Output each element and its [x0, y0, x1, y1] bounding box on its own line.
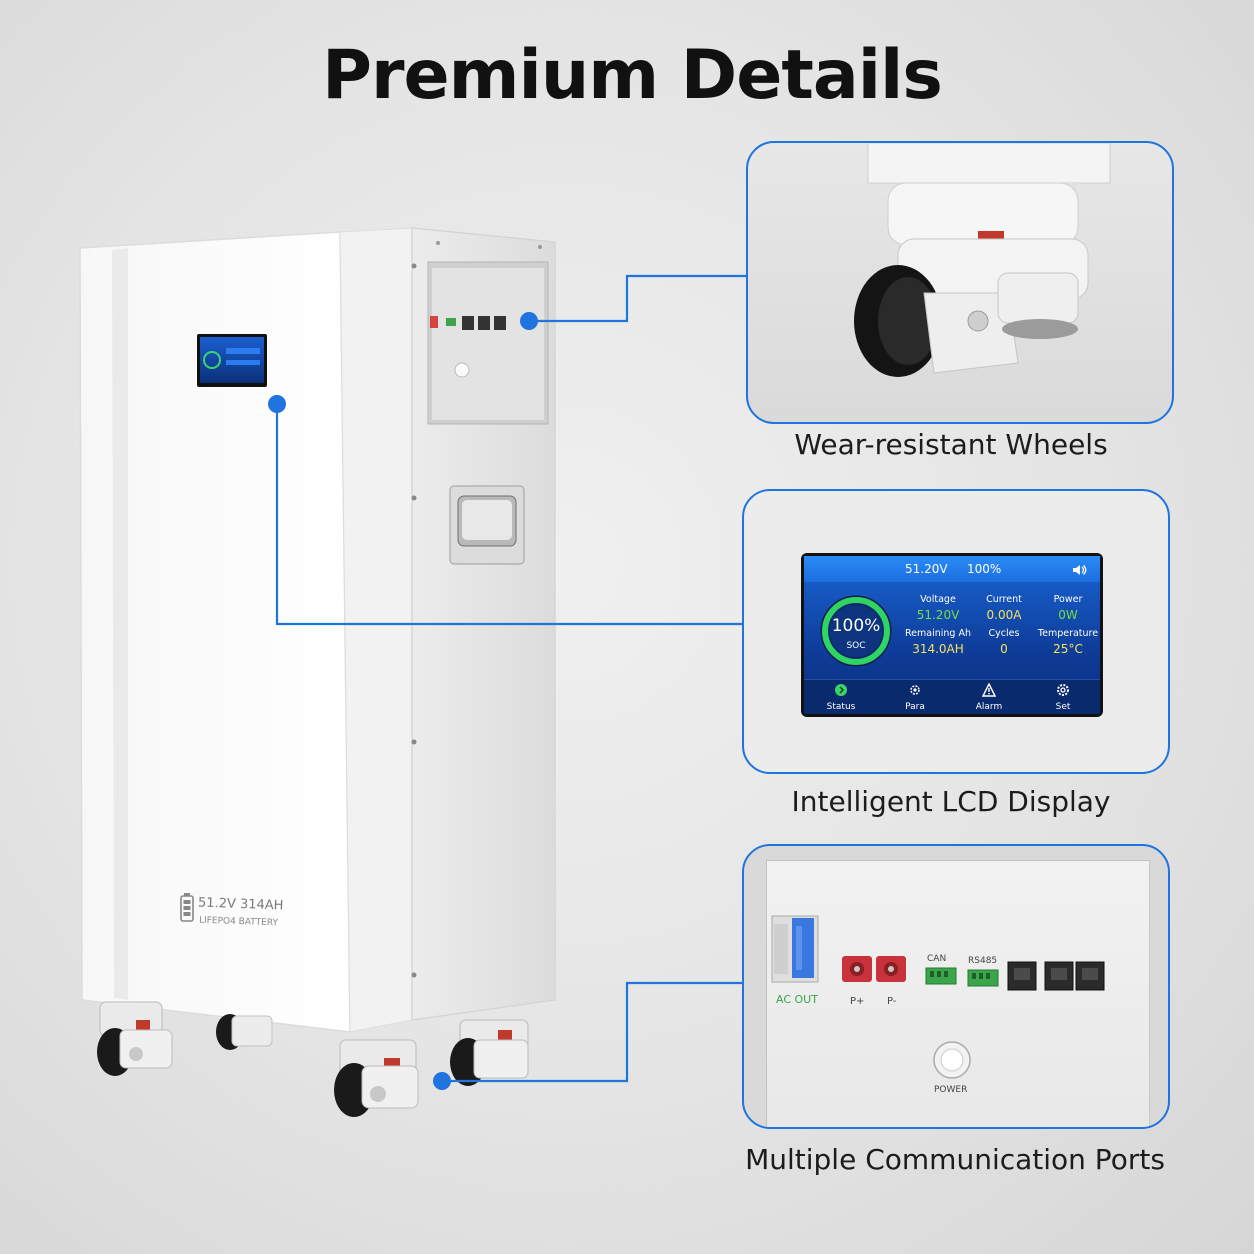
lcd-detail-panel: 51.20V 100% 100% SOC Voltage 51.20V — [742, 489, 1170, 774]
ports-detail-panel: AC OUT P+ P- CAN RS485 POWER — [742, 844, 1170, 1129]
stat-power: Power 0W — [1053, 594, 1083, 622]
stat-voltage: Voltage 51.20V — [916, 594, 960, 622]
can-label: CAN — [927, 954, 947, 964]
lcd-screen: 51.20V 100% 100% SOC Voltage 51.20V — [801, 553, 1103, 717]
stat-current: Current 0.00A — [986, 594, 1022, 622]
gears-icon — [910, 685, 920, 695]
speaker-icon[interactable] — [1072, 564, 1088, 576]
wheel-front-left — [97, 1001, 173, 1076]
connector-line-lcd — [275, 404, 742, 626]
ac-out-label: AC OUT — [776, 993, 818, 1006]
rs485-label: RS485 — [968, 956, 998, 966]
soc-label: SOC — [846, 641, 866, 651]
lcd-caption: Intelligent LCD Display — [791, 785, 1111, 818]
page-title: Premium Details — [322, 36, 943, 115]
connector-dot-lcd — [268, 395, 286, 413]
tab-status[interactable]: Status — [804, 680, 878, 714]
wheels-detail-panel — [746, 141, 1174, 424]
status-icon — [835, 684, 847, 696]
stat-cycles: Cycles 0 — [988, 628, 1020, 656]
wheel-back-right — [450, 1019, 529, 1086]
p-plus-label: P+ — [850, 996, 865, 1007]
tab-set[interactable]: Set — [1026, 680, 1100, 714]
soc-value: 100% — [831, 616, 881, 636]
wheel-closeup-illustration — [854, 143, 1111, 377]
tab-alarm[interactable]: Alarm — [952, 680, 1026, 714]
ports-caption: Multiple Communication Ports — [745, 1143, 1165, 1176]
lcd-stats-grid: Voltage 51.20V Current 0.00A Power 0W Re… — [904, 594, 1100, 656]
lcd-tab-bar: Status Para Alarm — [804, 679, 1100, 714]
p-minus-label: P- — [887, 996, 897, 1007]
gear-icon — [1057, 684, 1069, 696]
stat-remaining-ah: Remaining Ah 314.0AH — [905, 628, 971, 656]
battery-rating-label: 51.2V 314AH — [197, 895, 284, 914]
lcd-voltage-header: 51.20V — [905, 562, 948, 576]
wheel-back-left — [216, 1014, 273, 1050]
connector-line-wheels — [529, 274, 747, 323]
wheels-caption: Wear-resistant Wheels — [794, 428, 1108, 461]
tab-para[interactable]: Para — [878, 680, 952, 714]
power-label: POWER — [934, 1085, 968, 1095]
stat-temperature: Temperature 25°C — [1037, 628, 1099, 656]
connector-line-ports — [442, 981, 742, 1083]
ports-closeup-illustration — [771, 915, 1105, 1079]
soc-ring-gauge — [820, 595, 892, 667]
wheel-front-right — [334, 1039, 419, 1117]
connector-dot-wheels — [520, 312, 538, 330]
warning-icon — [981, 682, 997, 697]
connector-dot-ports — [433, 1072, 451, 1090]
lcd-percent-header: 100% — [967, 562, 1002, 576]
lcd-status-bar — [804, 556, 1100, 582]
